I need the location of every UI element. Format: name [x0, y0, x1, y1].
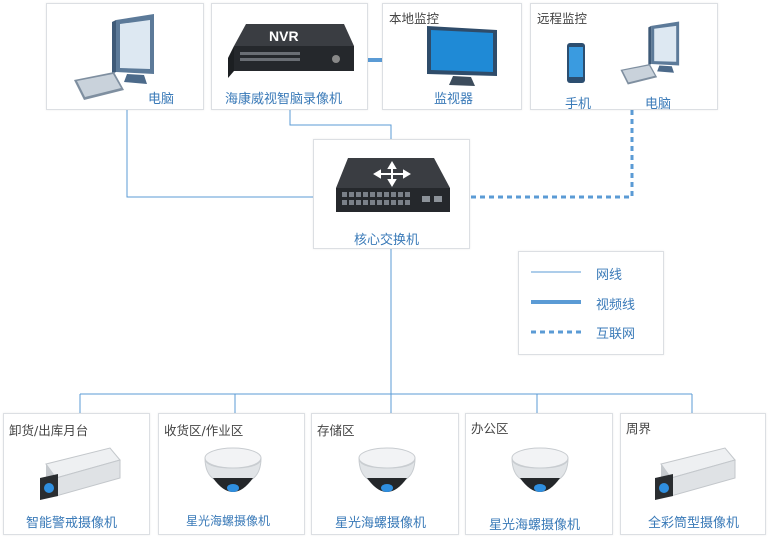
zone-box-receiving: 收货区/作业区 星光海螺摄像机 — [158, 413, 305, 535]
zone-label: 星光海螺摄像机 — [186, 514, 271, 528]
zone-title: 周界 — [626, 421, 652, 436]
monitor-icon — [427, 26, 497, 86]
nvr-label: 海康威视智脑录像机 — [225, 92, 343, 107]
remote-monitor-box: 远程监控 手机 电脑 — [530, 3, 718, 112]
zone-box-office: 办公区 星光海螺摄像机 — [465, 413, 613, 535]
legend-label-network: 网线 — [596, 268, 623, 283]
remote-computer-icon — [620, 21, 680, 85]
network-line-pc — [126, 110, 313, 198]
dome-camera-icon — [511, 447, 569, 492]
bullet-camera-icon — [40, 447, 121, 500]
zone-label: 全彩筒型摄像机 — [648, 516, 740, 531]
remote-monitor-title: 远程监控 — [537, 11, 588, 26]
zone-title: 办公区 — [471, 421, 509, 436]
zone-title: 卸货/出库月台 — [9, 423, 89, 438]
legend-label-internet: 互联网 — [596, 327, 636, 342]
zone-label: 星光海螺摄像机 — [335, 516, 427, 531]
pc-label: 电脑 — [148, 92, 175, 107]
legend-box: 网线 视频线 互联网 — [518, 251, 664, 355]
nvr-icon — [228, 24, 354, 78]
zone-label: 星光海螺摄像机 — [489, 518, 581, 533]
local-monitor-box: 本地监控 监视器 — [382, 3, 522, 110]
zone-label: 智能警戒摄像机 — [26, 516, 118, 531]
zone-box-storage: 存储区 星光海螺摄像机 — [311, 413, 459, 535]
core-switch-label: 核心交换机 — [354, 233, 420, 248]
internet-line — [470, 110, 634, 199]
remote-pc-label: 电脑 — [645, 97, 672, 112]
zone-title: 存储区 — [317, 423, 355, 438]
nvr-badge: NVR — [269, 28, 299, 44]
local-monitor-label: 监视器 — [434, 92, 474, 107]
legend-swatches — [531, 271, 581, 334]
network-switch-icon — [336, 158, 450, 212]
legend-label-video: 视频线 — [596, 298, 636, 313]
dome-camera-icon — [358, 447, 416, 492]
network-line-nvr — [289, 110, 392, 139]
desktop-computer-icon — [74, 14, 154, 100]
core-switch-box: 核心交换机 — [313, 139, 470, 249]
zone-box-loading-dock: 卸货/出库月台 智能警戒摄像机 — [3, 413, 150, 535]
nvr-box: NVR 海康威视智脑录像机 — [211, 3, 368, 110]
phone-label: 手机 — [565, 97, 592, 112]
zone-box-perimeter: 周界 全彩筒型摄像机 — [620, 413, 766, 535]
bullet-camera-icon — [655, 447, 736, 500]
mobile-phone-icon — [567, 43, 585, 83]
local-monitor-title: 本地监控 — [389, 11, 440, 26]
zone-title: 收货区/作业区 — [164, 423, 244, 438]
dome-camera-icon — [204, 447, 262, 492]
pc-box: 电脑 — [46, 3, 204, 110]
